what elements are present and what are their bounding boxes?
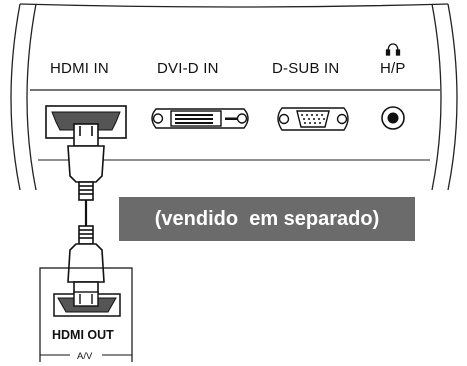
port-label-hdmi-in: HDMI IN: [50, 60, 109, 77]
port-label-d-sub-in: D-SUB IN: [272, 60, 339, 77]
hdmi-cable: [67, 123, 105, 303]
av-bracket: [39, 350, 133, 356]
hdmi-out-label: HDMI OUT: [52, 328, 114, 342]
source-device: HDMI OUT A/V: [39, 267, 133, 362]
port-label-h-p: H/P: [380, 60, 406, 77]
monitor-right-curve-inner: [431, 3, 442, 191]
sold-separately-note: (vendido em separado): [119, 197, 415, 241]
source-device-outline: [39, 267, 133, 362]
monitor-right-curve-outer: [447, 3, 458, 191]
headphone-icon: [385, 43, 401, 56]
port-label-dvi-d-in: DVI-D IN: [157, 60, 219, 77]
headphone-jack: [381, 106, 405, 130]
monitor-top-edge: [19, 3, 449, 8]
monitor-left-curve-outer: [10, 3, 21, 191]
hdmi-out-port: [53, 291, 121, 317]
monitor-left-curve-inner: [26, 3, 37, 191]
av-label: A/V: [77, 351, 93, 362]
d-sub-in-port: [277, 107, 349, 131]
dvi-d-in-port: [151, 108, 249, 129]
